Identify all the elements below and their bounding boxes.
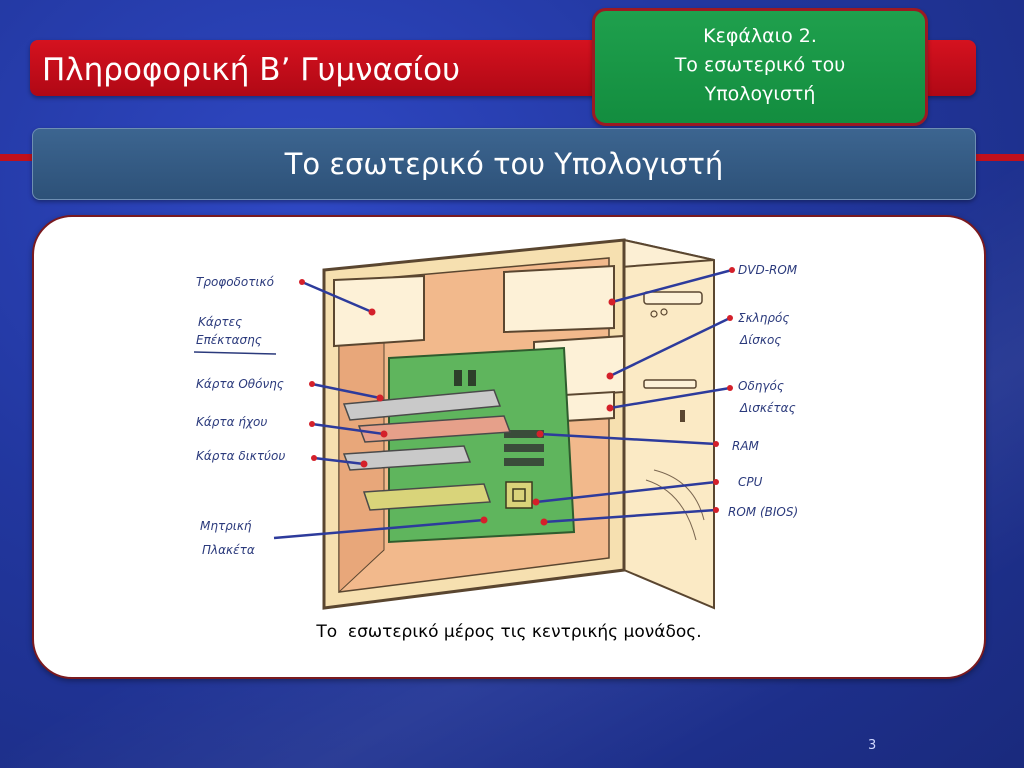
computer-case-drawing: Τροφοδοτικό Κάρτες Επέκτασης Κάρτα Οθόνη… [184, 220, 820, 616]
label-floppy-2: Δισκέτας [739, 401, 796, 415]
chapter-line-2: Το εσωτερικό του [674, 54, 846, 76]
label-dvd-rom: DVD-ROM [738, 263, 798, 277]
label-hard-disk-2: Δίσκος [739, 333, 781, 347]
figure-caption: Το εσωτερικό μέρος τις κεντρικής μονάδος… [316, 622, 702, 642]
label-motherboard-1: Μητρική [200, 519, 252, 533]
label-expansion-cards-1: Κάρτες [198, 315, 242, 329]
page-number: 3 [868, 738, 877, 753]
label-cpu: CPU [738, 475, 763, 489]
label-motherboard-2: Πλακέτα [202, 543, 255, 557]
slide-subtitle: Το εσωτερικό του Υπολογιστή [32, 128, 976, 200]
label-hard-disk-1: Σκληρός [738, 311, 789, 325]
label-expansion-cards-2: Επέκτασης [196, 333, 262, 347]
label-network-card: Κάρτα δικτύου [196, 449, 285, 463]
chapter-line-1: Κεφάλαιο 2. [703, 25, 817, 47]
slide-title: Πληροφορική Β’ Γυμνασίου [42, 52, 461, 88]
label-video-card: Κάρτα Οθόνης [196, 377, 284, 391]
computer-internals-illustration: Τροφοδοτικό Κάρτες Επέκτασης Κάρτα Οθόνη… [184, 220, 820, 616]
chapter-line-3: Υπολογιστή [704, 83, 816, 105]
label-power-supply: Τροφοδοτικό [196, 275, 274, 289]
chapter-box: Κεφάλαιο 2. Το εσωτερικό του Υπολογιστή [592, 8, 928, 126]
label-rom-bios: ROM (BIOS) [728, 505, 798, 519]
label-ram: RAM [732, 439, 760, 453]
label-floppy-1: Οδηγός [738, 379, 784, 393]
label-sound-card: Κάρτα ήχου [196, 415, 267, 429]
